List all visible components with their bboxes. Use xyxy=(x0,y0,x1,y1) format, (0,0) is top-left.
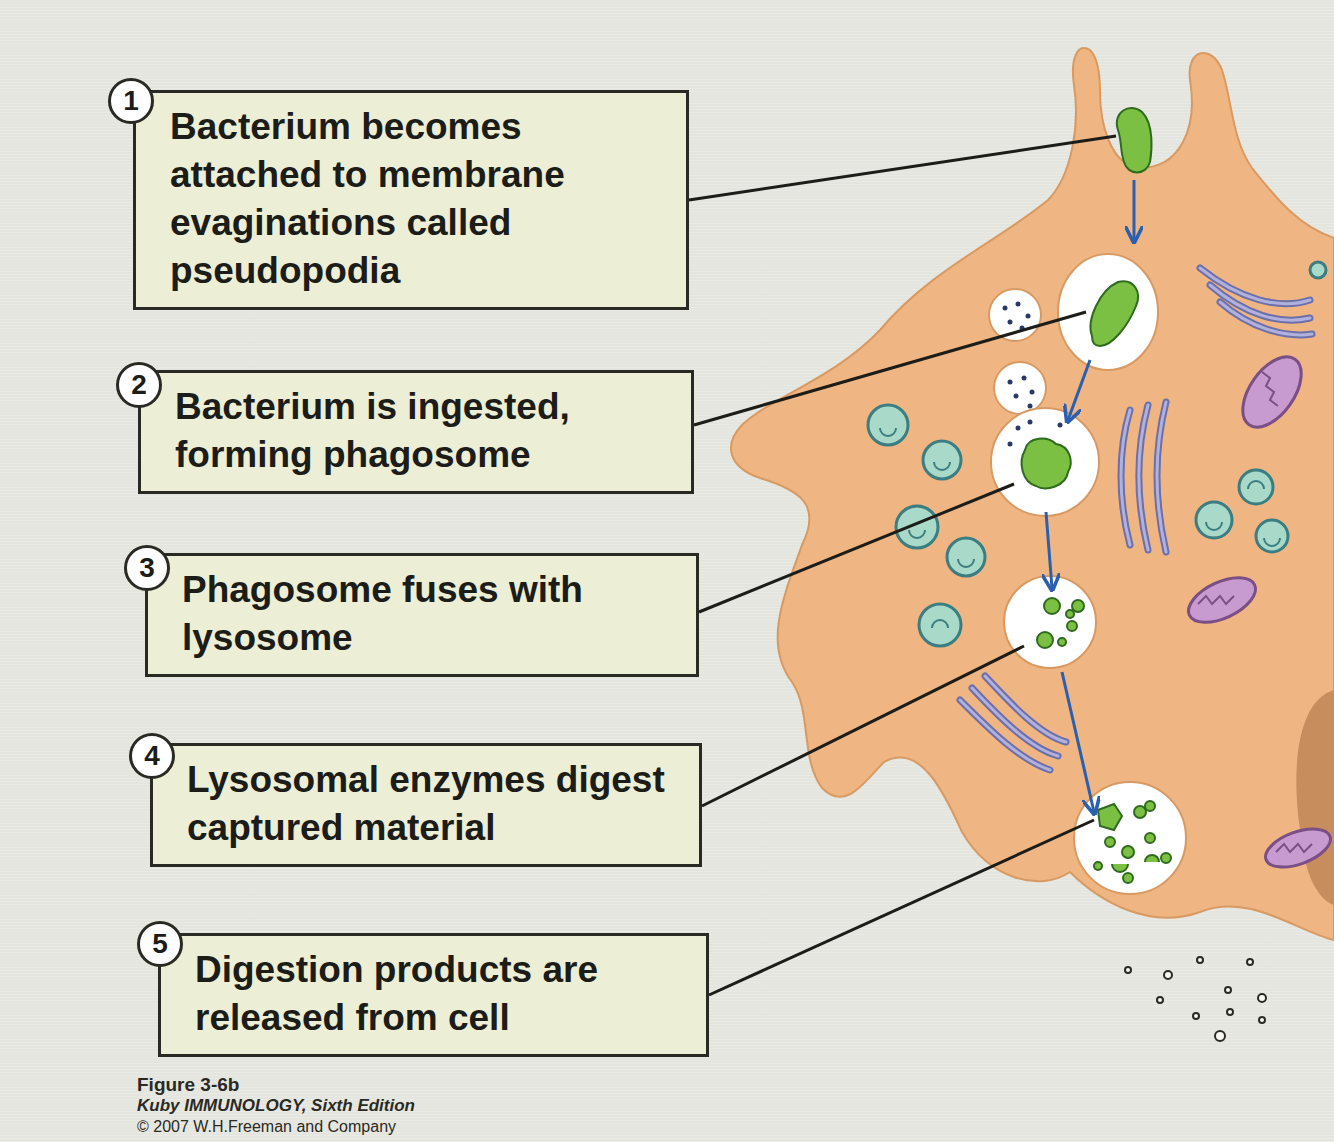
book-credit: Kuby IMMUNOLOGY, Sixth Edition xyxy=(137,1096,415,1116)
step-text: Bacterium is ingested, forming phagosome xyxy=(175,383,677,479)
leader-line xyxy=(689,136,1116,995)
vesicle xyxy=(989,289,1046,414)
step-text: Bacterium becomes attached to membrane e… xyxy=(170,103,672,295)
step-box: Phagosome fuses with lysosome xyxy=(145,553,699,677)
step-text: Digestion products are released from cel… xyxy=(195,946,692,1042)
copyright-note: © 2007 W.H.Freeman and Company xyxy=(137,1118,396,1136)
macrophage-cell xyxy=(731,48,1334,940)
figure-number: Figure 3-6b xyxy=(137,1074,239,1096)
step-box: Lysosomal enzymes digest captured materi… xyxy=(150,743,702,867)
phagosome xyxy=(1058,254,1158,370)
step-box: Digestion products are released from cel… xyxy=(158,933,709,1057)
bacterium xyxy=(1117,108,1152,172)
callout-number: 3 xyxy=(124,545,170,591)
step-box: Bacterium becomes attached to membrane e… xyxy=(133,90,689,310)
lysosome xyxy=(868,262,1326,646)
step-text: Phagosome fuses with lysosome xyxy=(182,566,682,662)
step-text: Lysosomal enzymes digest captured materi… xyxy=(187,756,685,852)
callout-number: 5 xyxy=(137,921,183,967)
callout-number: 1 xyxy=(108,78,154,124)
mitochondrion xyxy=(1182,347,1334,875)
callout-number: 2 xyxy=(116,362,162,408)
pathway-arrow xyxy=(1046,180,1134,812)
digestive-vacuole xyxy=(1004,576,1096,668)
phagolysosome xyxy=(991,408,1099,516)
step-box: Bacterium is ingested, forming phagosome xyxy=(138,370,694,494)
digestion-products xyxy=(1125,957,1266,1041)
callout-number: 4 xyxy=(129,733,175,779)
nucleus xyxy=(1296,690,1334,905)
